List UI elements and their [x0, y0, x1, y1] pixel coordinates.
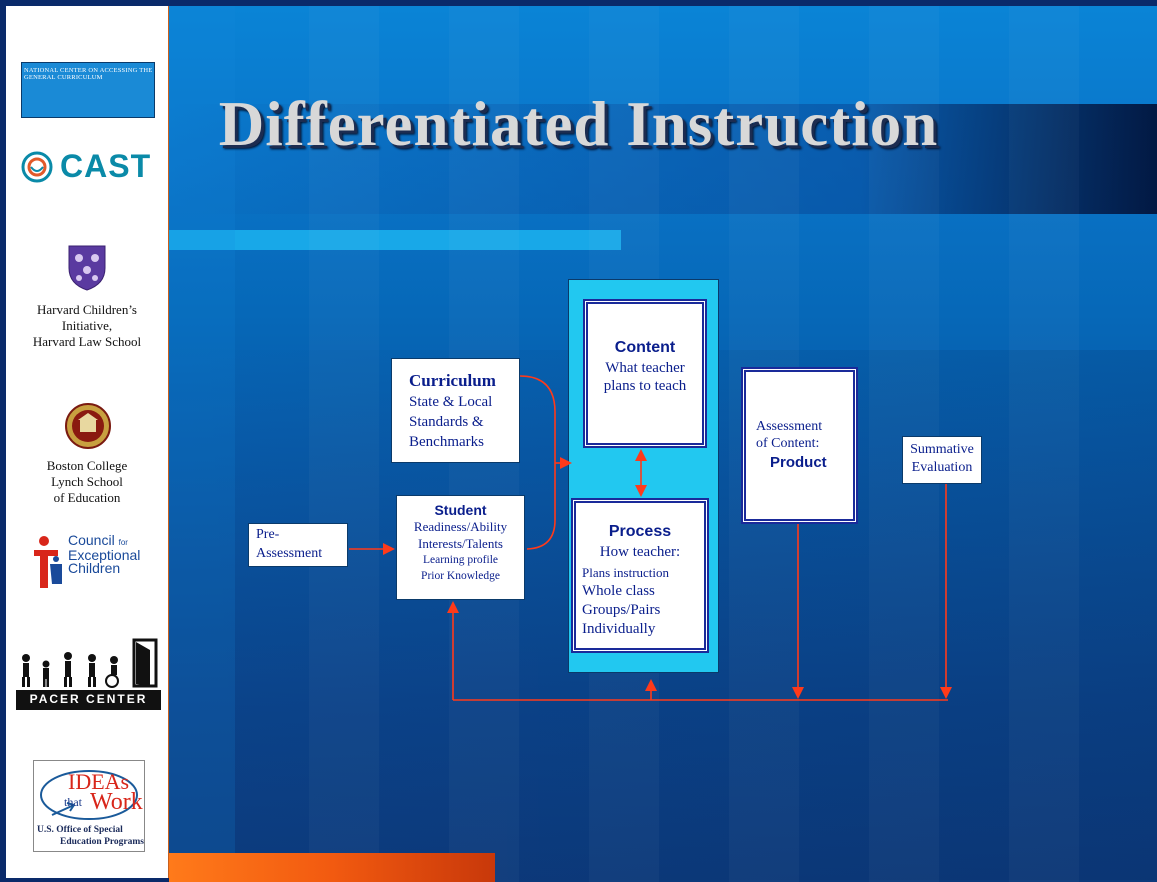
cec-figure-icon — [34, 536, 62, 588]
summative-line-1: Summative — [910, 442, 974, 457]
pre-assessment-box: Pre- Assessment — [248, 523, 348, 567]
boston-college-caption: Boston College Lynch School of Education — [46, 458, 128, 505]
curriculum-line-2: Standards & — [409, 414, 484, 430]
process-list-1: Whole class — [582, 583, 655, 599]
harvard-caption: Harvard Children’s Initiative, Harvard L… — [32, 302, 142, 349]
cast-logo: CAST — [20, 148, 160, 196]
process-line-2: Plans instruction — [582, 565, 670, 580]
content-box: Content What teacher plans to teach — [583, 299, 707, 448]
student-box: Student Readiness/Ability Interests/Tale… — [396, 495, 525, 600]
curriculum-line-1: State & Local — [409, 394, 493, 410]
content-line-1: What teacher — [605, 360, 685, 376]
process-list-2: Groups/Pairs — [582, 602, 661, 618]
process-line-1: How teacher: — [599, 544, 681, 560]
harvard-shield-icon — [68, 245, 106, 291]
process-list-3: Individually — [582, 621, 656, 637]
boston-college-seal-icon — [65, 403, 111, 449]
cec-logo: Council for Exceptional Children — [30, 533, 160, 594]
student-heading: Student — [434, 502, 487, 518]
summative-line-2: Evaluation — [911, 460, 973, 475]
pacer-center-logo: PACER CENTER — [16, 638, 161, 710]
curriculum-heading: Curriculum — [409, 371, 496, 390]
slide-title: Differentiated Instruction — [218, 89, 939, 159]
content-line-2: plans to teach — [603, 378, 687, 394]
process-box: Process How teacher: Plans instruction W… — [571, 498, 709, 653]
student-line-3: Learning profile — [422, 554, 499, 566]
pacer-figures-icon — [22, 638, 158, 688]
content-heading: Content — [614, 339, 676, 356]
pre-assessment-line-2: Assessment — [256, 546, 323, 561]
assessment-line-1: Assessment — [756, 419, 823, 434]
accent-bar-cyan — [169, 230, 621, 250]
accent-bar-orange — [169, 853, 495, 882]
curriculum-box: Curriculum State & Local Standards & Ben… — [391, 358, 520, 463]
student-line-2: Interests/Talents — [417, 536, 503, 551]
student-line-4: Prior Knowledge — [421, 570, 500, 582]
process-heading: Process — [608, 523, 672, 540]
assessment-line-2: of Content: — [756, 436, 820, 451]
assessment-product-box: Assessment of Content: Product — [741, 367, 858, 524]
assessment-heading: Product — [770, 454, 827, 471]
sponsor-sidebar: NATIONAL CENTER ON ACCESSING THE GENERAL… — [6, 6, 169, 878]
pre-assessment-line-1: Pre- — [256, 527, 280, 542]
student-line-1: Readiness/Ability — [413, 519, 508, 534]
ncac-logo: NATIONAL CENTER ON ACCESSING THE GENERAL… — [21, 62, 155, 118]
cast-swirl-icon — [21, 151, 53, 183]
ideas-that-work-logo: IDEAs that Work U.S. Office of Special E… — [33, 760, 145, 852]
curriculum-line-3: Benchmarks — [409, 434, 484, 450]
ideas-swoosh-icon — [40, 770, 138, 820]
summative-evaluation-box: Summative Evaluation — [902, 436, 982, 484]
